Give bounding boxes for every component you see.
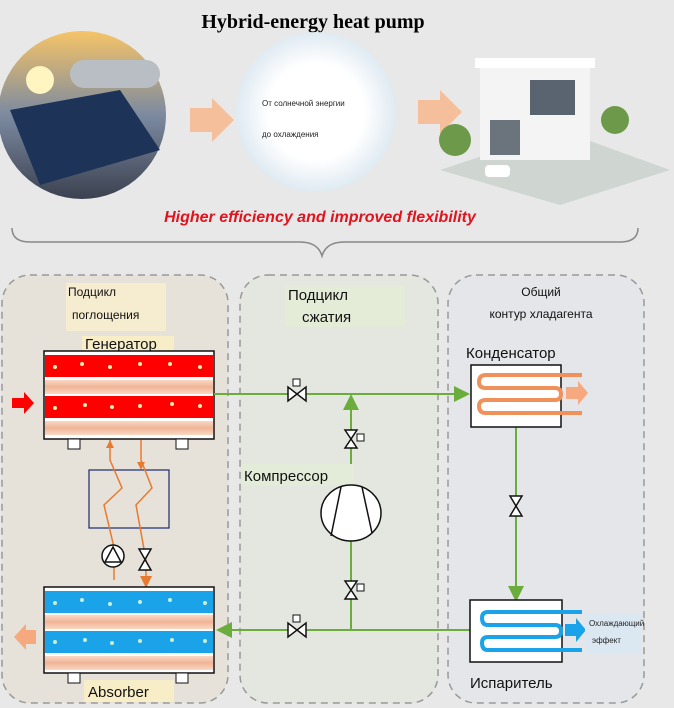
- svg-text:Компрессор: Компрессор: [244, 468, 328, 485]
- flow-arrow-icon: [190, 98, 234, 142]
- generator: Генератор: [43, 336, 215, 450]
- solar-to-cooling-circle: От солнечной энергии до охлаждения: [236, 32, 396, 192]
- diagram-title: Hybrid-energy heat pump: [201, 11, 424, 33]
- heat-input-arrow-icon: [12, 392, 34, 414]
- compressor: Компрессор: [242, 464, 382, 542]
- panel-subtitle-common: контур хладагента: [490, 307, 593, 321]
- solenoid-valve-icon: [343, 580, 365, 600]
- solenoid-valve-icon: [343, 429, 365, 449]
- evaporator: Охлаждающий эффект Испаритель: [469, 599, 644, 692]
- tagline: Higher efficiency and improved flexibili…: [164, 209, 477, 226]
- condenser: Конденсатор: [466, 345, 588, 428]
- svg-text:Генератор: Генератор: [85, 336, 157, 353]
- svg-text:до охлаждения: до охлаждения: [262, 130, 319, 139]
- svg-text:Охлаждающий: Охлаждающий: [589, 619, 644, 628]
- pump-icon: [101, 544, 125, 568]
- panel-title-absorption: Подцикл: [68, 285, 116, 299]
- solar-panel-image: [0, 31, 166, 199]
- house-image: [439, 58, 670, 205]
- valve-icon: [137, 548, 153, 571]
- expansion-valve-icon: [287, 614, 307, 639]
- absorber: Absorber: [43, 586, 215, 702]
- panel-title-compression: Подцикл: [288, 287, 348, 304]
- svg-text:Конденсатор: Конденсатор: [466, 345, 556, 362]
- svg-text:эффект: эффект: [592, 636, 621, 645]
- valve-icon: [508, 495, 524, 517]
- brace: [11, 227, 639, 259]
- flow-arrow-icon: [418, 90, 462, 134]
- svg-text:От солнечной энергии: От солнечной энергии: [262, 99, 345, 108]
- svg-text:Испаритель: Испаритель: [470, 675, 553, 692]
- heat-output-arrow-icon: [14, 624, 36, 650]
- expansion-valve-icon: [287, 378, 307, 403]
- panel-title-common: Общий: [521, 285, 561, 299]
- panel-subtitle-absorption: поглощения: [72, 308, 139, 322]
- panel-subtitle-compression: сжатия: [302, 309, 351, 326]
- svg-text:Absorber: Absorber: [88, 684, 149, 701]
